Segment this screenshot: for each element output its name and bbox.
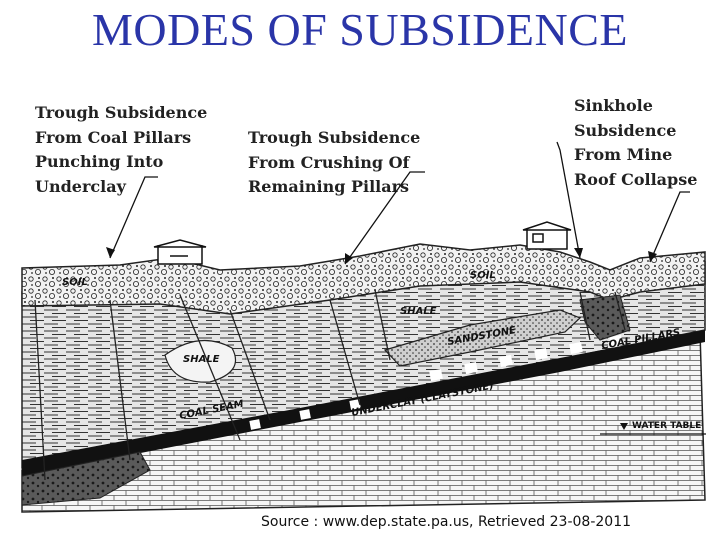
tag-shale-right: SHALE (400, 306, 437, 317)
tag-water-table: WATER TABLE (632, 421, 701, 431)
tag-soil-left: SOIL (62, 277, 88, 288)
label-sinkhole: Sinkhole Subsidence From Mine Roof Colla… (574, 96, 698, 189)
tag-shale-left: SHALE (183, 354, 220, 365)
house-right-icon (522, 221, 572, 250)
rubble-zone-sinkhole (579, 294, 631, 341)
sandstone-layer (383, 309, 582, 367)
house-left-icon (153, 239, 207, 265)
coal-pillar-gaps (249, 334, 623, 430)
label-trough-crushing: Trough Subsidence From Crushing Of Remai… (248, 128, 421, 196)
page-title: MODES OF SUBSIDENCE (91, 4, 629, 55)
leader-arrows (109, 141, 690, 265)
coal-seam (22, 330, 705, 476)
tag-soil-right: SOIL (470, 270, 496, 281)
label-trough-pillars-underclay: Trough Subsidence From Coal Pillars Punc… (35, 103, 208, 196)
rubble-zone-left (21, 451, 151, 506)
arrowheads (106, 247, 657, 264)
shale-lens (164, 339, 237, 383)
fracture-lines (34, 289, 626, 481)
source-credit: Source : www.dep.state.pa.us, Retrieved … (258, 514, 635, 530)
water-table-marker (600, 423, 706, 435)
